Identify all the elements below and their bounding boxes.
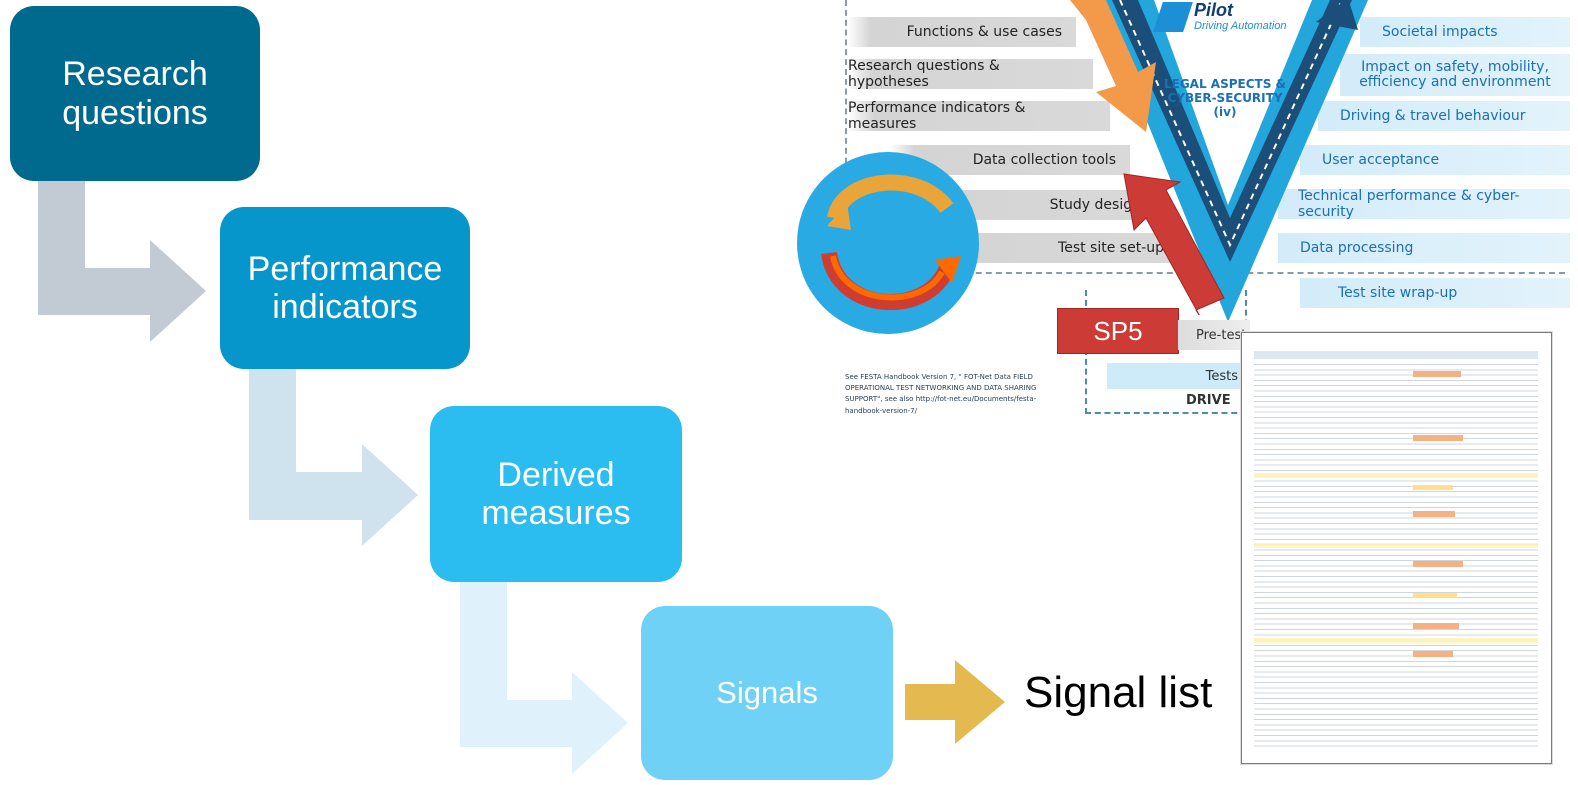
research-questions-label: Research questions (62, 55, 208, 132)
cycle-circle-icon (797, 152, 979, 334)
v-right-row-7-text: Test site wrap-up (1338, 285, 1458, 301)
v-right-row-4: User acceptance (1300, 145, 1570, 175)
document-highlight-4 (1413, 511, 1455, 517)
v-right-row-7: Test site wrap-up (1300, 278, 1570, 308)
sp5-red-arrow (1123, 173, 1225, 315)
sp5-label: SP5 (1093, 315, 1143, 346)
signal-list-arrow (905, 660, 1005, 744)
v-left-row-4: Data collection tools (890, 145, 1130, 175)
v-right-row-3: Driving & travel behaviour (1318, 101, 1570, 131)
signal-list-label: Signal list (1024, 668, 1213, 717)
document-highlight-10 (1254, 543, 1538, 548)
v-left-row-3-text: Performance indicators & measures (848, 100, 1026, 132)
signals-label: Signals (716, 674, 818, 710)
sp5-badge: SP5 (1057, 308, 1179, 354)
festa-reference: See FESTA Handbook Version 7, " FOT-Net … (845, 373, 1037, 415)
flow-connectors (38, 180, 628, 774)
document-highlight-7 (1413, 623, 1459, 629)
document-highlight-9 (1254, 473, 1538, 478)
v-shape (1098, 0, 1368, 322)
drive-label: DRIVE (1186, 393, 1231, 408)
legal-aspects-sub: (iv) (1213, 104, 1237, 119)
v-left-row-6-text: Test site set-up (1058, 240, 1164, 256)
document-highlight-1 (1413, 371, 1461, 377)
v-left-row-1-text: Functions & use cases (906, 24, 1062, 40)
document-highlight-6 (1413, 593, 1457, 598)
v-right-row-5-text: Technical performance & cyber-security (1298, 188, 1520, 220)
document-header-row (1254, 351, 1538, 359)
performance-indicators-box: Performance indicators (220, 207, 470, 369)
document-highlight-3 (1413, 485, 1453, 490)
v-left-row-3: Performance indicators & measures (848, 100, 1110, 132)
brand-tagline: Driving Automation (1194, 20, 1287, 32)
connector-arrow-3 (460, 582, 628, 774)
pre-tests-row: Pre-tests (1178, 320, 1254, 350)
pre-tests-label: Pre-tests (1196, 327, 1254, 343)
v-left-row-1: Functions & use cases (848, 17, 1076, 47)
signal-list-document (1241, 332, 1552, 764)
v-right-row-6-text: Data processing (1300, 240, 1414, 256)
tests-row: Tests (1107, 363, 1250, 389)
document-highlight-8 (1413, 651, 1453, 657)
derived-measures-box: Derived measures (430, 406, 682, 582)
tests-label: Tests (1205, 368, 1238, 384)
performance-indicators-label: Performance indicators (247, 249, 443, 326)
v-left-row-4-text: Data collection tools (972, 152, 1116, 168)
research-questions-box: Research questions (10, 6, 260, 181)
v-right-row-4-text: User acceptance (1322, 152, 1440, 168)
v-left-row-2: Research questions & hypotheses (848, 58, 1093, 90)
v-left-row-2-text: Research questions & hypotheses (848, 58, 1000, 90)
v-right-row-3-text: Driving & travel behaviour (1340, 108, 1526, 124)
v-right-row-1-text: Societal impacts (1382, 24, 1498, 40)
v-right-row-5: Technical performance & cyber-security (1278, 188, 1570, 220)
orange-down-arrow (1070, 0, 1156, 132)
document-rows (1254, 361, 1538, 751)
legal-aspects-text: LEGAL ASPECTS & CYBER-SECURITY (1163, 77, 1286, 105)
v-right-row-2-text: Impact on safety, mobility, efficiency a… (1359, 58, 1551, 90)
v-right-row-6: Data processing (1278, 233, 1570, 263)
legal-aspects-title: LEGAL ASPECTS & CYBER-SECURITY (iv) (1160, 77, 1290, 119)
v-right-row-1: Societal impacts (1360, 17, 1570, 47)
document-highlight-11 (1254, 638, 1538, 643)
brand-name: Pilot (1194, 0, 1233, 20)
connector-arrow-2 (249, 368, 418, 546)
connector-arrow-1 (38, 180, 206, 342)
v-model-dashed-left (845, 0, 847, 272)
signals-box: Signals (641, 606, 893, 780)
document-highlight-5 (1413, 561, 1463, 567)
document-highlight-2 (1413, 435, 1463, 441)
v-left-row-5-text: Study design (1049, 197, 1141, 213)
l3pilot-logo: Pilot Driving Automation (1153, 0, 1328, 36)
v-right-row-2: Impact on safety, mobility, efficiency a… (1340, 54, 1570, 96)
derived-measures-label: Derived measures (481, 455, 631, 532)
